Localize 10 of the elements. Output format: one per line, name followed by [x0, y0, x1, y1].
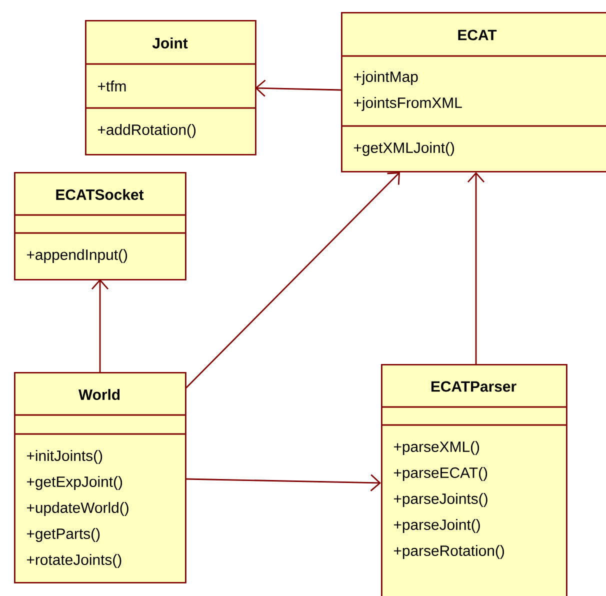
class-box: ECATSocket +appendInput()	[14, 172, 186, 280]
class-box: World +initJoints() +getExpJoint() +updateWorld() +getParts() +rotateJoints()	[14, 372, 186, 584]
arrow	[186, 172, 400, 388]
class-box: Joint +tfm +addRotation()	[85, 20, 256, 156]
arrow	[186, 474, 381, 492]
arrow	[91, 279, 109, 372]
arrow	[255, 80, 342, 97]
arrow	[467, 172, 485, 364]
class-box: ECAT +jointMap +jointsFromXML +getXMLJoint()	[341, 12, 606, 172]
class-box: ECATParser +parseXML() +parseECAT() +parseJoints() +parseJoint() +parseRotation()	[381, 364, 568, 596]
